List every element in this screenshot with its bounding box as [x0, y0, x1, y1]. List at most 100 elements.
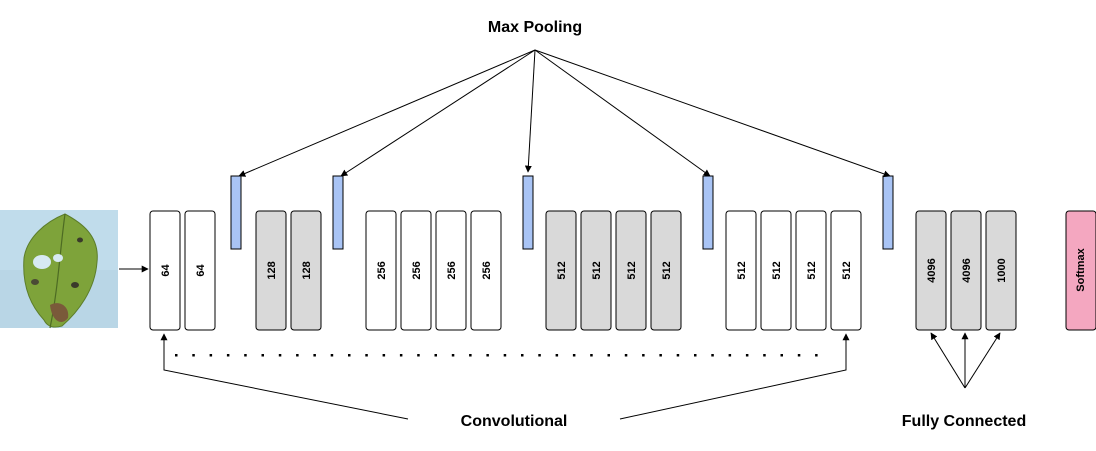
conv-block-label: 512: [626, 261, 638, 279]
dot: [607, 354, 610, 357]
dot: [296, 354, 299, 357]
conv-block: 256: [365, 210, 397, 331]
conv-block-label: 256: [481, 261, 493, 279]
pool-layer: [702, 175, 714, 250]
input-leaf-image: [0, 210, 118, 329]
dot: [175, 354, 178, 357]
dot: [572, 354, 576, 357]
dot: [417, 354, 420, 357]
softmax-label: Softmax: [1075, 247, 1087, 291]
conv-block-label: 512: [806, 261, 818, 279]
softmax-block: Softmax: [1065, 210, 1096, 331]
conv-block: 256: [400, 210, 432, 331]
pool-arrows: [238, 49, 891, 178]
conv-block-label: 256: [446, 261, 458, 279]
fc-block: 1000: [985, 210, 1017, 331]
dot: [642, 354, 645, 357]
dot: [745, 354, 749, 357]
fc-block-label: 4096: [926, 258, 938, 282]
conv-block: 512: [650, 210, 682, 331]
conv-block: 512: [580, 210, 612, 331]
dot: [469, 354, 472, 357]
dot: [797, 354, 801, 357]
dot: [503, 354, 507, 357]
conv-block-label: 128: [301, 261, 313, 279]
dot: [330, 354, 334, 357]
convolutional-label: Convolutional: [461, 413, 568, 430]
dot: [763, 354, 766, 357]
conv-block-label: 64: [195, 264, 207, 277]
pool-layer: [230, 175, 242, 250]
dot: [209, 354, 213, 357]
dot: [192, 354, 195, 357]
conv-block: 256: [435, 210, 467, 331]
conv-block: 512: [615, 210, 647, 331]
fc-blocks-group: 4096 4096 1000: [915, 210, 1017, 331]
conv-dotted-line: [175, 354, 818, 357]
conv-block: 256: [470, 210, 502, 331]
pool-arrow: [534, 49, 711, 177]
pool-arrow: [340, 49, 536, 177]
conv-block-label: 512: [556, 261, 568, 279]
conv-block-label: 256: [376, 261, 388, 279]
conv-block: 512: [830, 210, 862, 331]
dot: [486, 354, 489, 357]
dot: [451, 354, 455, 357]
pool-arrow: [534, 49, 891, 178]
fully-connected-label: Fully Connected: [902, 413, 1026, 430]
conv-block: 512: [760, 210, 792, 331]
dot: [348, 354, 351, 357]
dot: [555, 354, 559, 357]
dot: [521, 354, 524, 357]
conv-block-label: 512: [771, 261, 783, 279]
dot: [365, 354, 368, 357]
fc-arrow-1: [930, 332, 966, 389]
conv-arrow-left: [160, 333, 409, 420]
conv-block: 512: [725, 210, 757, 331]
dot: [278, 354, 282, 357]
conv-block: 128: [255, 210, 287, 331]
pool-arrow: [238, 49, 536, 177]
dot: [382, 354, 386, 357]
conv-block: 512: [545, 210, 577, 331]
conv-block-label: 512: [841, 261, 853, 279]
conv-block-label: 256: [411, 261, 423, 279]
dot: [434, 354, 437, 357]
fc-block-label: 4096: [961, 258, 973, 282]
pool-layer: [522, 175, 534, 250]
max-pooling-title: Max Pooling: [488, 19, 582, 36]
dot: [780, 354, 783, 357]
conv-arrow-right: [619, 333, 850, 420]
dot: [815, 354, 818, 357]
dot: [399, 354, 403, 357]
dot: [313, 354, 316, 357]
conv-block-label: 512: [736, 261, 748, 279]
conv-block: 64: [184, 210, 216, 331]
conv-block-label: 512: [591, 261, 603, 279]
dot: [226, 354, 230, 357]
conv-block: 64: [149, 210, 181, 331]
dot: [590, 354, 593, 357]
conv-blocks-group: 64 64 128 128 256 256 256 256 512 512 512 512 512 512…: [149, 210, 862, 331]
fc-block: 4096: [915, 210, 947, 331]
pool-arrow: [524, 49, 536, 173]
dot: [676, 354, 680, 357]
conv-block: 512: [795, 210, 827, 331]
dot: [624, 354, 628, 357]
conv-block-label: 512: [661, 261, 673, 279]
conv-block-label: 64: [160, 264, 172, 277]
conv-block: 128: [290, 210, 322, 331]
dot: [659, 354, 662, 357]
fc-block-label: 1000: [996, 258, 1008, 282]
fc-arrow-3: [964, 332, 1001, 389]
pool-layer: [332, 175, 344, 250]
dot: [711, 354, 714, 357]
dot: [244, 354, 247, 357]
fc-block: 4096: [950, 210, 982, 331]
dot: [261, 354, 264, 357]
dot: [694, 354, 697, 357]
dot: [728, 354, 732, 357]
conv-block-label: 128: [266, 261, 278, 279]
pool-layer: [882, 175, 894, 250]
